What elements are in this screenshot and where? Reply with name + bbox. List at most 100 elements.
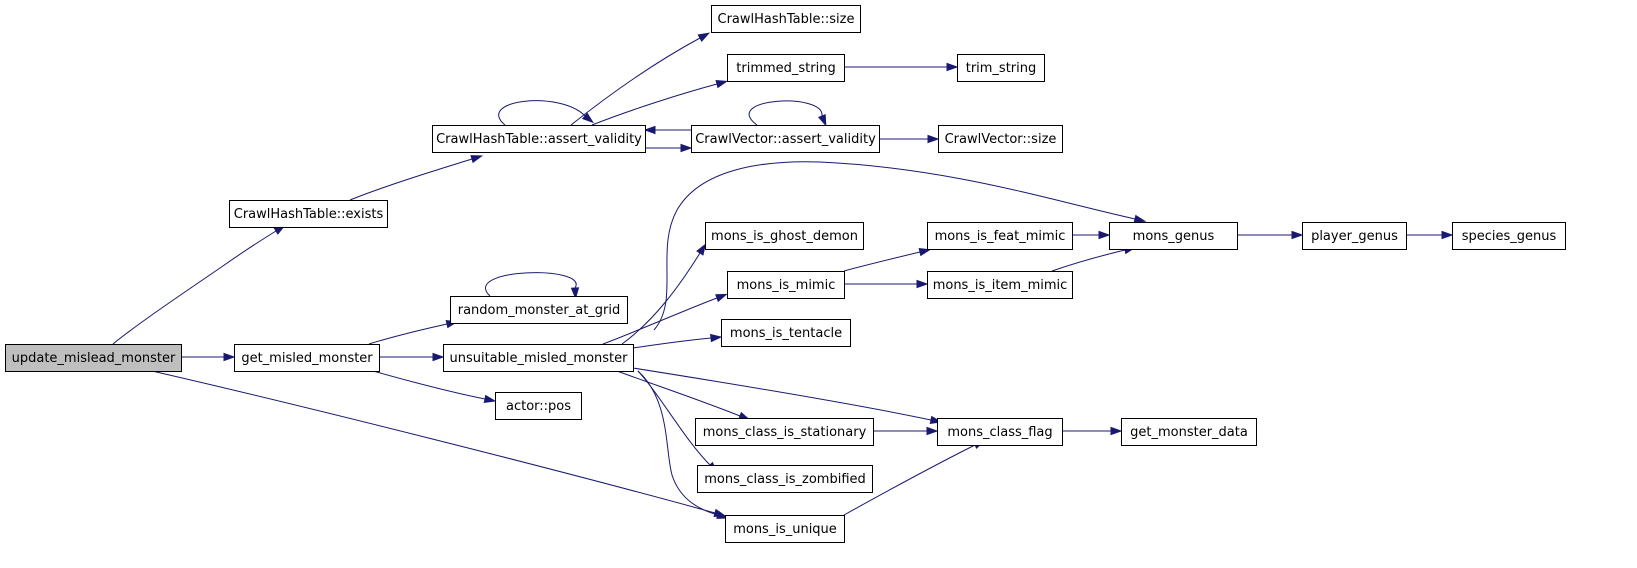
node-box[interactable] xyxy=(234,344,380,372)
node-box[interactable] xyxy=(5,344,182,372)
node-species-genus[interactable]: species_genus xyxy=(1452,222,1566,250)
edge-line xyxy=(637,370,711,466)
edge-mons_is_mimic-to-mons_is_item_mimic xyxy=(844,279,929,289)
node-box[interactable] xyxy=(1121,418,1257,446)
edge-line xyxy=(485,272,577,297)
node-label: mons_is_unique xyxy=(733,522,837,537)
node-label: mons_class_flag xyxy=(947,425,1052,440)
edge-arrowhead xyxy=(581,112,594,124)
edge-line xyxy=(843,251,921,272)
node-unsuitable-misled-monster[interactable]: unsuitable_misled_monster xyxy=(443,344,634,372)
node-mons-class-is-stationary[interactable]: mons_class_is_stationary xyxy=(695,418,874,446)
edge-mons_class_is_stationary-to-mons_class_flag xyxy=(873,426,939,436)
edge-arrowhead xyxy=(1098,230,1111,240)
edge-arrowhead xyxy=(916,279,929,289)
node-actor-pos[interactable]: actor::pos xyxy=(495,392,582,420)
node-label: actor::pos xyxy=(506,399,571,414)
node-box[interactable] xyxy=(957,54,1045,82)
edge-line xyxy=(616,370,741,417)
node-label: trimmed_string xyxy=(736,61,835,76)
node-box[interactable] xyxy=(727,54,845,82)
node-box[interactable] xyxy=(1109,222,1238,250)
node-box[interactable] xyxy=(927,222,1073,250)
edge-line xyxy=(602,297,718,345)
edge-line xyxy=(349,158,473,201)
node-crawlhashtable-exists[interactable]: CrawlHashTable::exists xyxy=(229,200,388,228)
node-box[interactable] xyxy=(721,319,851,347)
node-label: random_monster_at_grid xyxy=(458,303,621,318)
node-random-monster-at-grid[interactable]: random_monster_at_grid xyxy=(450,296,628,324)
node-crawlvector-assert-validity[interactable]: CrawlVector::assert_validity xyxy=(691,125,880,153)
node-box[interactable] xyxy=(450,296,628,324)
node-label: species_genus xyxy=(1462,229,1557,244)
edge-unsuitable_misled_monster-to-mons_is_mimic xyxy=(602,293,728,345)
node-update-mislead-monster[interactable]: update_mislead_monster xyxy=(5,344,182,372)
node-mons-genus[interactable]: mons_genus xyxy=(1109,222,1238,250)
edge-update_mislead_monster-to-get_misled_monster xyxy=(181,352,236,362)
node-box[interactable] xyxy=(432,125,646,153)
node-label: mons_class_is_zombified xyxy=(704,472,866,487)
node-label: trim_string xyxy=(966,61,1037,76)
node-mons-is-mimic[interactable]: mons_is_mimic xyxy=(727,271,845,299)
node-label: unsuitable_misled_monster xyxy=(449,351,628,366)
node-label: mons_is_item_mimic xyxy=(933,278,1068,293)
edge-arrowhead xyxy=(1291,230,1304,240)
edge-line xyxy=(748,100,823,126)
edge-get_misled_monster-to-unsuitable_misled_monster xyxy=(379,352,445,362)
node-box[interactable] xyxy=(705,222,864,250)
node-label: CrawlVector::assert_validity xyxy=(695,132,876,147)
node-mons-class-flag[interactable]: mons_class_flag xyxy=(937,418,1063,446)
edge-line xyxy=(621,252,701,345)
node-box[interactable] xyxy=(695,418,874,446)
edge-crawlhashtable_assert_validity-to-crawlvector_assert_validity xyxy=(645,143,693,153)
node-label: update_mislead_monster xyxy=(12,351,176,366)
edge-unsuitable_misled_monster-to-mons_class_is_stationary xyxy=(616,370,751,421)
node-mons-is-item-mimic[interactable]: mons_is_item_mimic xyxy=(927,271,1073,299)
node-box[interactable] xyxy=(927,271,1073,299)
node-box[interactable] xyxy=(495,392,582,420)
edge-unsuitable_misled_monster-to-mons_is_tentacle xyxy=(632,333,723,349)
node-mons-class-is-zombified[interactable]: mons_class_is_zombified xyxy=(697,465,873,493)
edge-line xyxy=(843,444,976,516)
edge-crawlvector_assert_validity-to-crawlhashtable_assert_validity xyxy=(643,125,691,135)
node-box[interactable] xyxy=(937,418,1063,446)
node-mons-is-feat-mimic[interactable]: mons_is_feat_mimic xyxy=(927,222,1073,250)
node-box[interactable] xyxy=(691,125,880,153)
node-mons-is-tentacle[interactable]: mons_is_tentacle xyxy=(721,319,851,347)
node-trimmed-string[interactable]: trimmed_string xyxy=(727,54,845,82)
node-label: get_misled_monster xyxy=(241,351,373,366)
node-crawlvector-size[interactable]: CrawlVector::size xyxy=(938,125,1063,153)
node-get-monster-data[interactable]: get_monster_data xyxy=(1121,418,1257,446)
node-crawlhashtable-assert-validity[interactable]: CrawlHashTable::assert_validity xyxy=(432,125,646,153)
edge-line xyxy=(372,370,486,400)
node-get-misled-monster[interactable]: get_misled_monster xyxy=(234,344,380,372)
node-box[interactable] xyxy=(725,515,845,543)
edge-line xyxy=(591,83,718,126)
edge-line xyxy=(570,37,701,126)
node-box[interactable] xyxy=(727,271,845,299)
edge-trimmed_string-to-trim_string xyxy=(844,62,959,72)
edge-arrowhead xyxy=(946,62,959,72)
node-box[interactable] xyxy=(229,200,388,228)
node-crawlhashtable-size[interactable]: CrawlHashTable::size xyxy=(711,5,861,33)
node-box[interactable] xyxy=(1302,222,1407,250)
edge-mons_is_item_mimic-to-mons_genus xyxy=(1051,246,1137,272)
edge-arrowhead xyxy=(926,426,939,436)
node-box[interactable] xyxy=(697,465,873,493)
edge-arrowhead xyxy=(696,243,707,256)
edge-arrowhead xyxy=(918,248,932,257)
node-label: CrawlVector::size xyxy=(945,132,1057,147)
node-player-genus[interactable]: player_genus xyxy=(1302,222,1407,250)
node-mons-is-unique[interactable]: mons_is_unique xyxy=(725,515,845,543)
edge-arrowhead xyxy=(716,510,729,519)
node-box[interactable] xyxy=(1452,222,1566,250)
node-mons-is-ghost-demon[interactable]: mons_is_ghost_demon xyxy=(705,222,864,250)
node-box[interactable] xyxy=(938,125,1063,153)
node-label: CrawlHashTable::size xyxy=(718,12,855,27)
edge-crawlhashtable_exists-to-crawlhashtable_assert_validity xyxy=(349,155,484,201)
edge-line xyxy=(368,323,448,345)
node-trim-string[interactable]: trim_string xyxy=(957,54,1045,82)
node-box[interactable] xyxy=(711,5,861,33)
node-box[interactable] xyxy=(443,344,634,372)
